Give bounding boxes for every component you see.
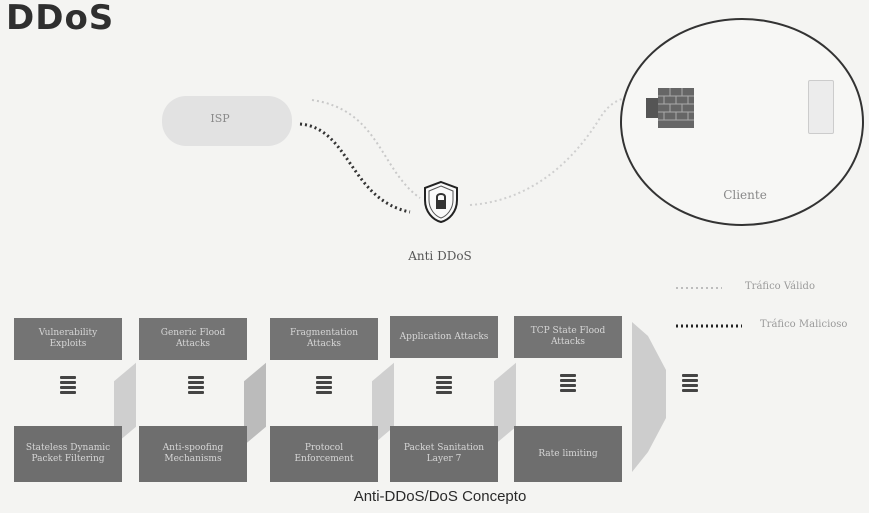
output-stack-icon — [682, 374, 698, 394]
isp-cloud — [162, 96, 292, 146]
client-label: Cliente — [723, 188, 767, 202]
packet-stack-icon — [60, 376, 76, 396]
isp-label: ISP — [210, 112, 230, 125]
anti-ddos-label: Anti DDoS — [408, 249, 472, 263]
firewall-icon — [646, 88, 694, 128]
diagram-caption: Anti-DDoS/DoS Concepto — [353, 488, 527, 505]
packet-stack-icon — [188, 376, 204, 396]
legend-malicious-label: Tráfico Malicioso — [760, 319, 848, 330]
shield-icon — [424, 180, 458, 224]
output-chevron — [632, 322, 666, 472]
page-title: DDoS — [6, 0, 115, 38]
attack-box: Generic Flood Attacks — [139, 318, 247, 360]
defense-box: Rate limiting — [514, 426, 622, 482]
defense-box: Anti-spoofing Mechanisms — [139, 426, 247, 482]
attack-box: TCP State Flood Attacks — [514, 316, 622, 358]
packet-stack-icon — [560, 374, 576, 394]
attack-box: Vulnerability Exploits — [14, 318, 122, 360]
defense-box: Packet Sanitation Layer 7 — [390, 426, 498, 482]
defense-box: Protocol Enforcement — [270, 426, 378, 482]
defense-box: Stateless Dynamic Packet Filtering — [14, 426, 122, 482]
server-icon — [808, 80, 834, 134]
protected-traffic-line — [469, 95, 637, 206]
malicious-traffic-line — [299, 122, 411, 214]
packet-stack-icon — [316, 376, 332, 396]
packet-stack-icon — [436, 376, 452, 396]
attack-box: Fragmentation Attacks — [270, 318, 378, 360]
legend-valid-label: Tráfico Válido — [745, 281, 815, 292]
attack-box: Application Attacks — [390, 316, 498, 358]
